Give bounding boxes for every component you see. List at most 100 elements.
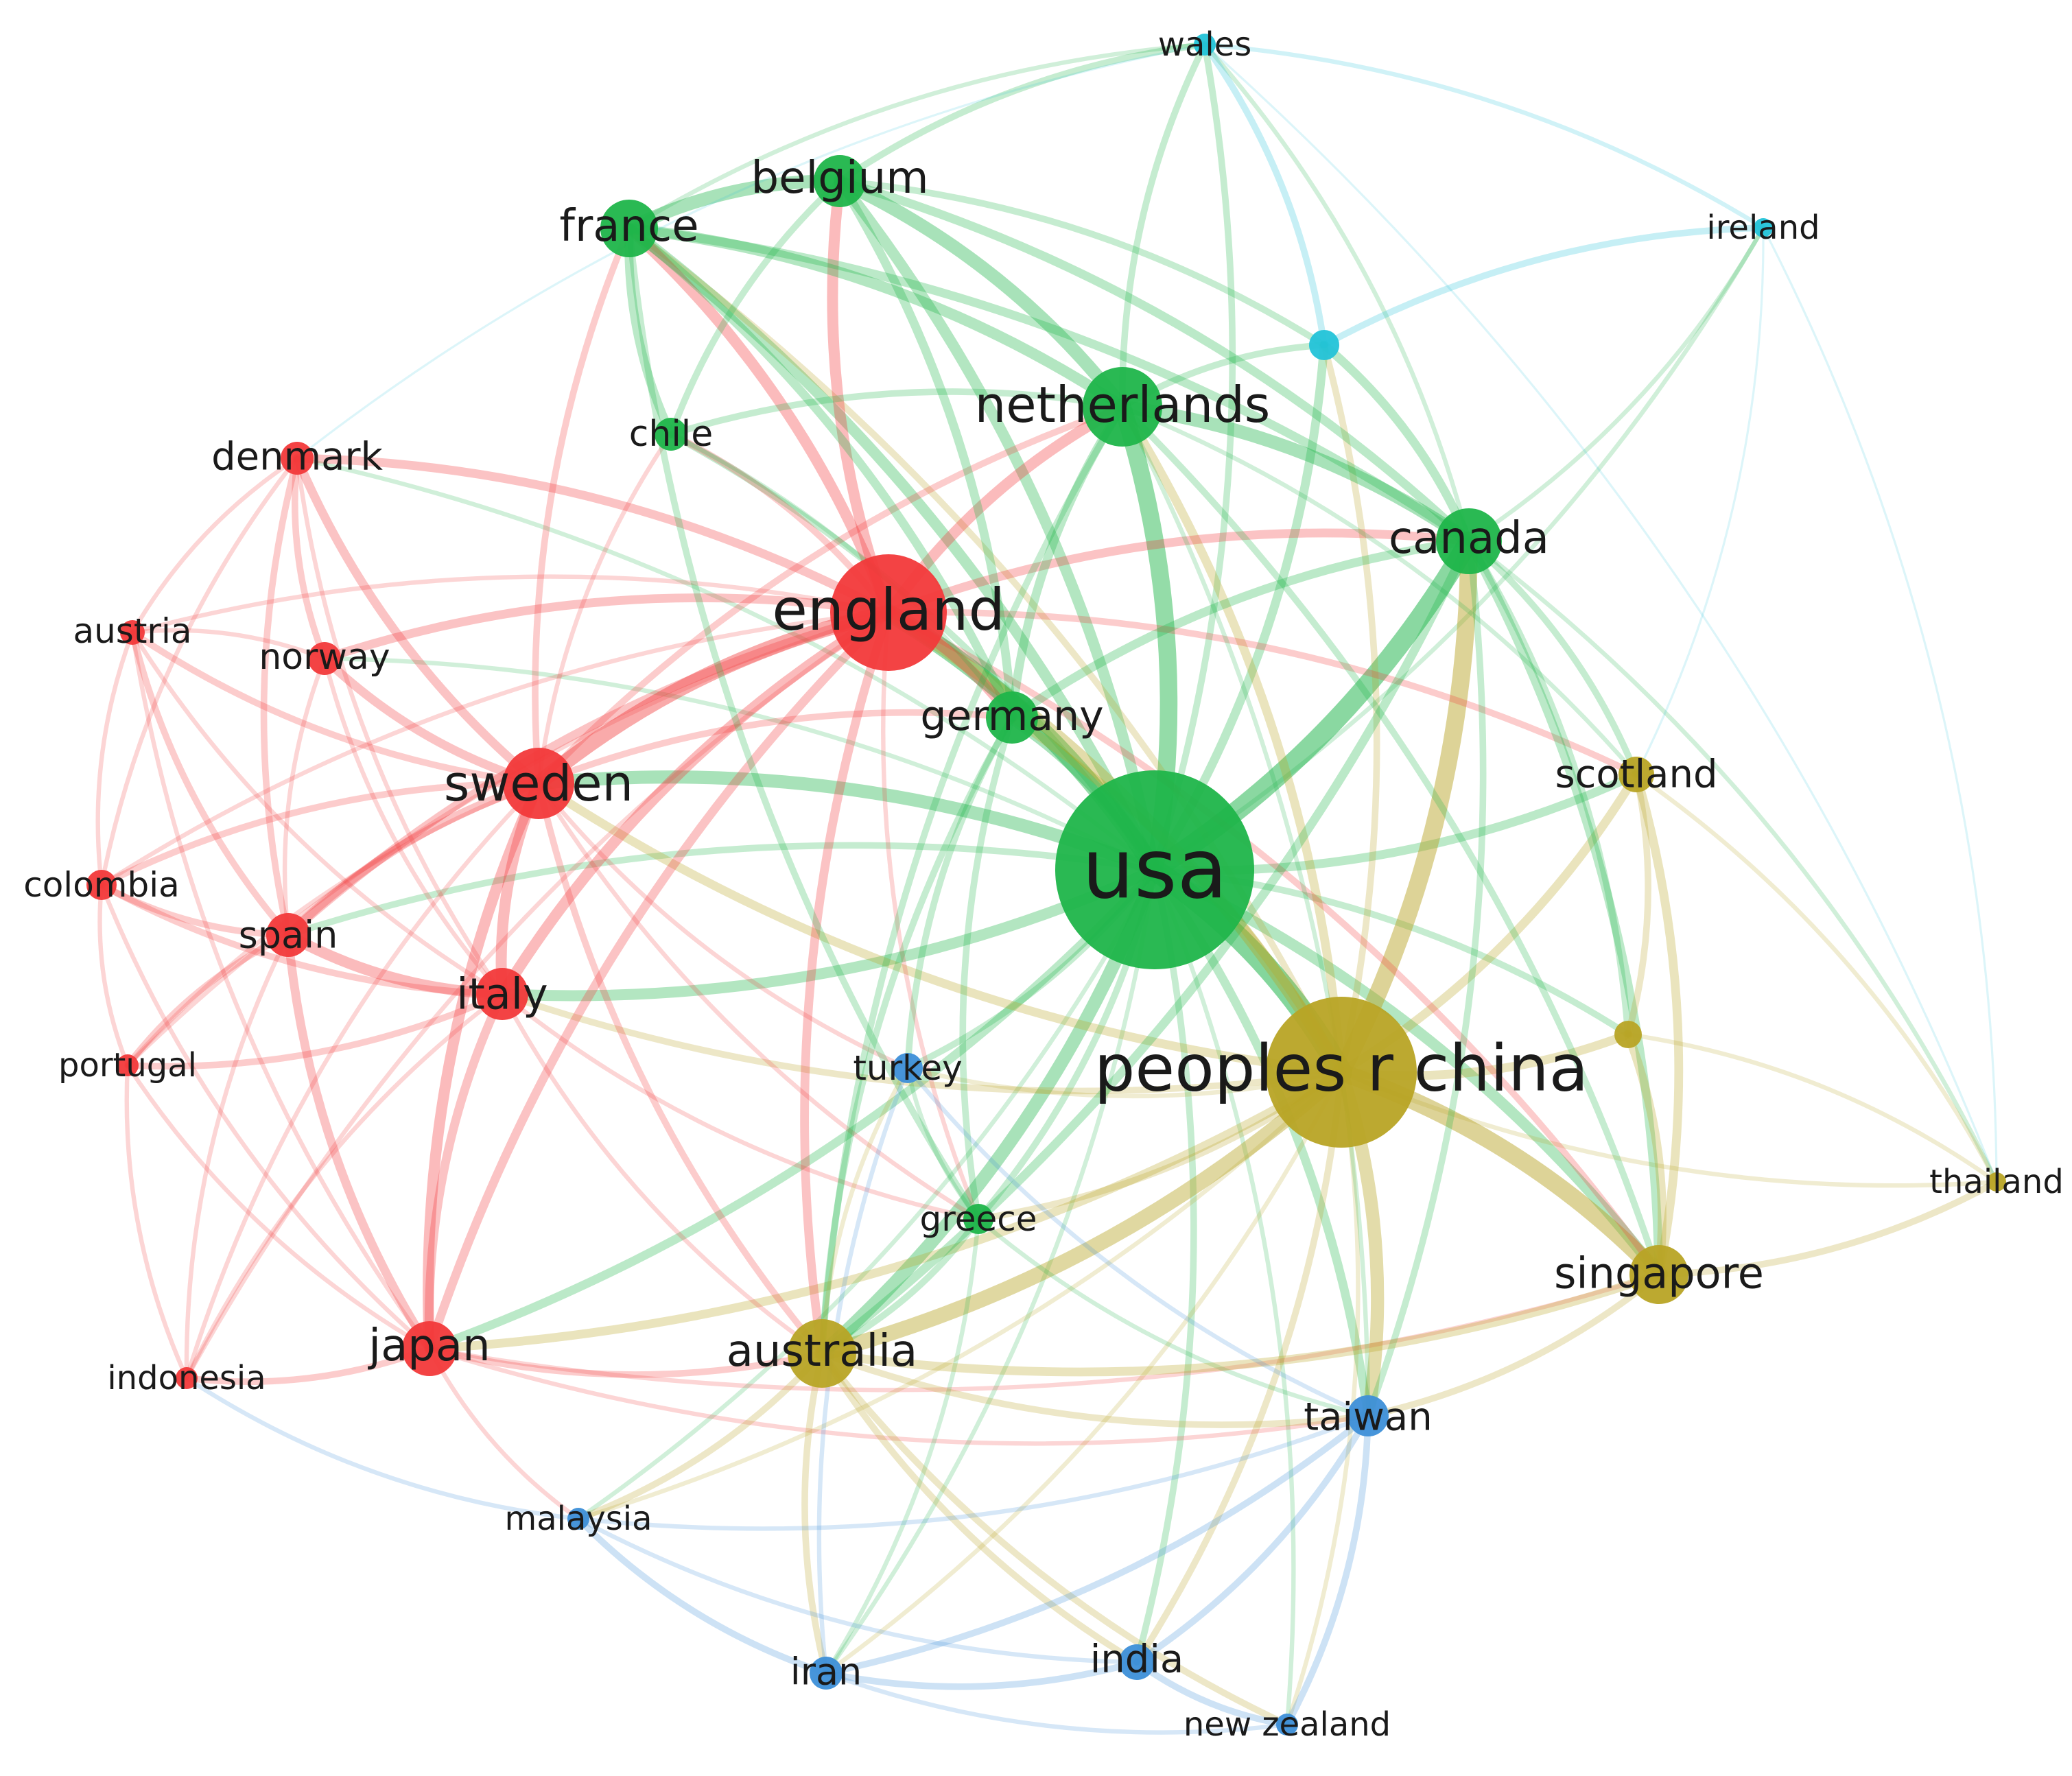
link-england-scotland <box>885 608 1640 778</box>
link-peoples-r-china-france <box>626 225 1345 1076</box>
node-denmark[interactable] <box>281 442 314 475</box>
link-unlabeled-cyan-ireland <box>1321 224 1767 348</box>
link-taiwan-malaysia <box>576 1413 1371 1531</box>
link-england-norway <box>320 593 893 663</box>
node-malaysia[interactable] <box>567 1508 589 1530</box>
link-belgium-wales <box>836 41 1208 185</box>
link-canada-singapore <box>1464 536 1664 1279</box>
link-peoples-r-china-japan <box>425 1067 1346 1353</box>
label-usa: usa <box>1082 822 1227 918</box>
node-sweden[interactable] <box>503 748 574 819</box>
node-peoples-r-china[interactable] <box>1266 997 1417 1148</box>
link-england-belgium <box>827 176 894 618</box>
node-india[interactable] <box>1119 1644 1155 1680</box>
link-italy-colombia <box>98 881 506 997</box>
link-usa-india <box>1133 866 1197 1666</box>
label-wales: wales <box>1158 25 1252 64</box>
node-netherlands[interactable] <box>1083 367 1162 447</box>
link-japan-spain <box>283 930 434 1353</box>
label-canada: canada <box>1389 513 1549 564</box>
node-taiwan[interactable] <box>1347 1395 1389 1436</box>
link-peoples-r-china-italy <box>499 991 1345 1095</box>
link-italy-austria <box>130 630 505 997</box>
link-sweden-netherlands <box>535 403 1126 787</box>
label-india: india <box>1090 1637 1184 1682</box>
link-iran-new-zealand <box>823 1670 1290 1735</box>
link-taiwan-new-zealand <box>1284 1412 1371 1728</box>
link-scotland-unlabeled-olive <box>1625 771 1651 1038</box>
link-italy-portugal <box>124 991 506 1070</box>
link-japan-malaysia <box>427 1346 581 1522</box>
link-sweden-austria <box>129 629 542 787</box>
link-japan-singapore <box>427 1272 1662 1393</box>
label-denmark: denmark <box>211 435 383 479</box>
link-italy-japan <box>424 989 507 1353</box>
node-new-zealand[interactable] <box>1276 1714 1298 1736</box>
link-peoples-r-china-india <box>1133 1069 1345 1666</box>
node-turkey[interactable] <box>893 1053 923 1083</box>
link-england-greece <box>881 610 981 1222</box>
link-malaysia-indonesia <box>184 1375 581 1522</box>
node-italy[interactable] <box>476 968 528 1020</box>
node-chile[interactable] <box>655 418 687 451</box>
link-england-spain <box>283 608 893 940</box>
link-england-portugal <box>125 610 891 1068</box>
node-ireland[interactable] <box>1754 218 1773 237</box>
link-taiwan-india <box>1133 1412 1371 1666</box>
label-iran: iran <box>790 1650 862 1694</box>
link-australia-iran <box>801 1350 829 1677</box>
link-france-greece <box>626 225 982 1222</box>
node-france[interactable] <box>600 200 658 257</box>
label-germany: germany <box>920 692 1103 740</box>
node-scotland[interactable] <box>1618 757 1654 792</box>
link-wales-thailand <box>1203 43 1998 1183</box>
node-canada[interactable] <box>1436 508 1502 574</box>
link-ireland-thailand <box>1762 226 1998 1183</box>
node-wales[interactable] <box>1194 34 1216 56</box>
link-india-new-zealand <box>1133 1659 1291 1728</box>
link-netherlands-scotland <box>1120 404 1639 777</box>
link-usa-iran <box>823 867 1157 1676</box>
node-indonesia[interactable] <box>176 1367 198 1389</box>
node-usa[interactable] <box>1055 770 1254 969</box>
node-unlabeled-cyan[interactable] <box>1309 330 1339 360</box>
link-usa-belgium <box>834 176 1160 875</box>
node-austria[interactable] <box>120 620 145 645</box>
link-usa-new-zealand <box>1152 867 1296 1727</box>
link-wales-denmark <box>296 43 1206 460</box>
node-portugal[interactable] <box>117 1054 139 1076</box>
links-layer <box>95 41 2000 1735</box>
link-usa-wales <box>1151 41 1236 873</box>
node-australia[interactable] <box>788 1319 856 1388</box>
node-spain[interactable] <box>266 913 310 957</box>
label-singapore: singapore <box>1554 1248 1764 1299</box>
label-thailand: thailand <box>1929 1163 2064 1201</box>
link-india-malaysia <box>576 1516 1140 1665</box>
node-belgium[interactable] <box>814 155 866 207</box>
label-sweden: sweden <box>444 755 633 812</box>
node-germany[interactable] <box>986 691 1038 744</box>
link-canada-taiwan <box>1365 538 1487 1419</box>
label-ireland: ireland <box>1706 209 1820 247</box>
link-netherlands-wales <box>1119 41 1208 410</box>
label-chile: chile <box>629 414 713 455</box>
node-norway[interactable] <box>308 642 341 675</box>
link-wales-ireland <box>1202 42 1766 230</box>
link-australia-india <box>819 1350 1140 1666</box>
link-singapore-taiwan <box>1365 1271 1662 1419</box>
node-singapore[interactable] <box>1629 1245 1688 1304</box>
node-iran[interactable] <box>810 1657 843 1690</box>
link-greece-turkey <box>905 1065 981 1222</box>
link-austria-norway <box>130 628 327 661</box>
node-greece[interactable] <box>963 1204 993 1234</box>
node-colombia[interactable] <box>86 870 117 900</box>
link-greece-taiwan <box>976 1216 1371 1419</box>
link-australia-turkey <box>819 1065 910 1356</box>
node-japan[interactable] <box>402 1321 457 1376</box>
node-england[interactable] <box>830 554 947 671</box>
link-japan-australia <box>426 1345 825 1378</box>
link-spain-portugal <box>124 932 292 1069</box>
node-thailand[interactable] <box>1987 1172 2006 1192</box>
node-unlabeled-olive[interactable] <box>1614 1021 1642 1048</box>
link-sweden-france <box>532 225 633 787</box>
